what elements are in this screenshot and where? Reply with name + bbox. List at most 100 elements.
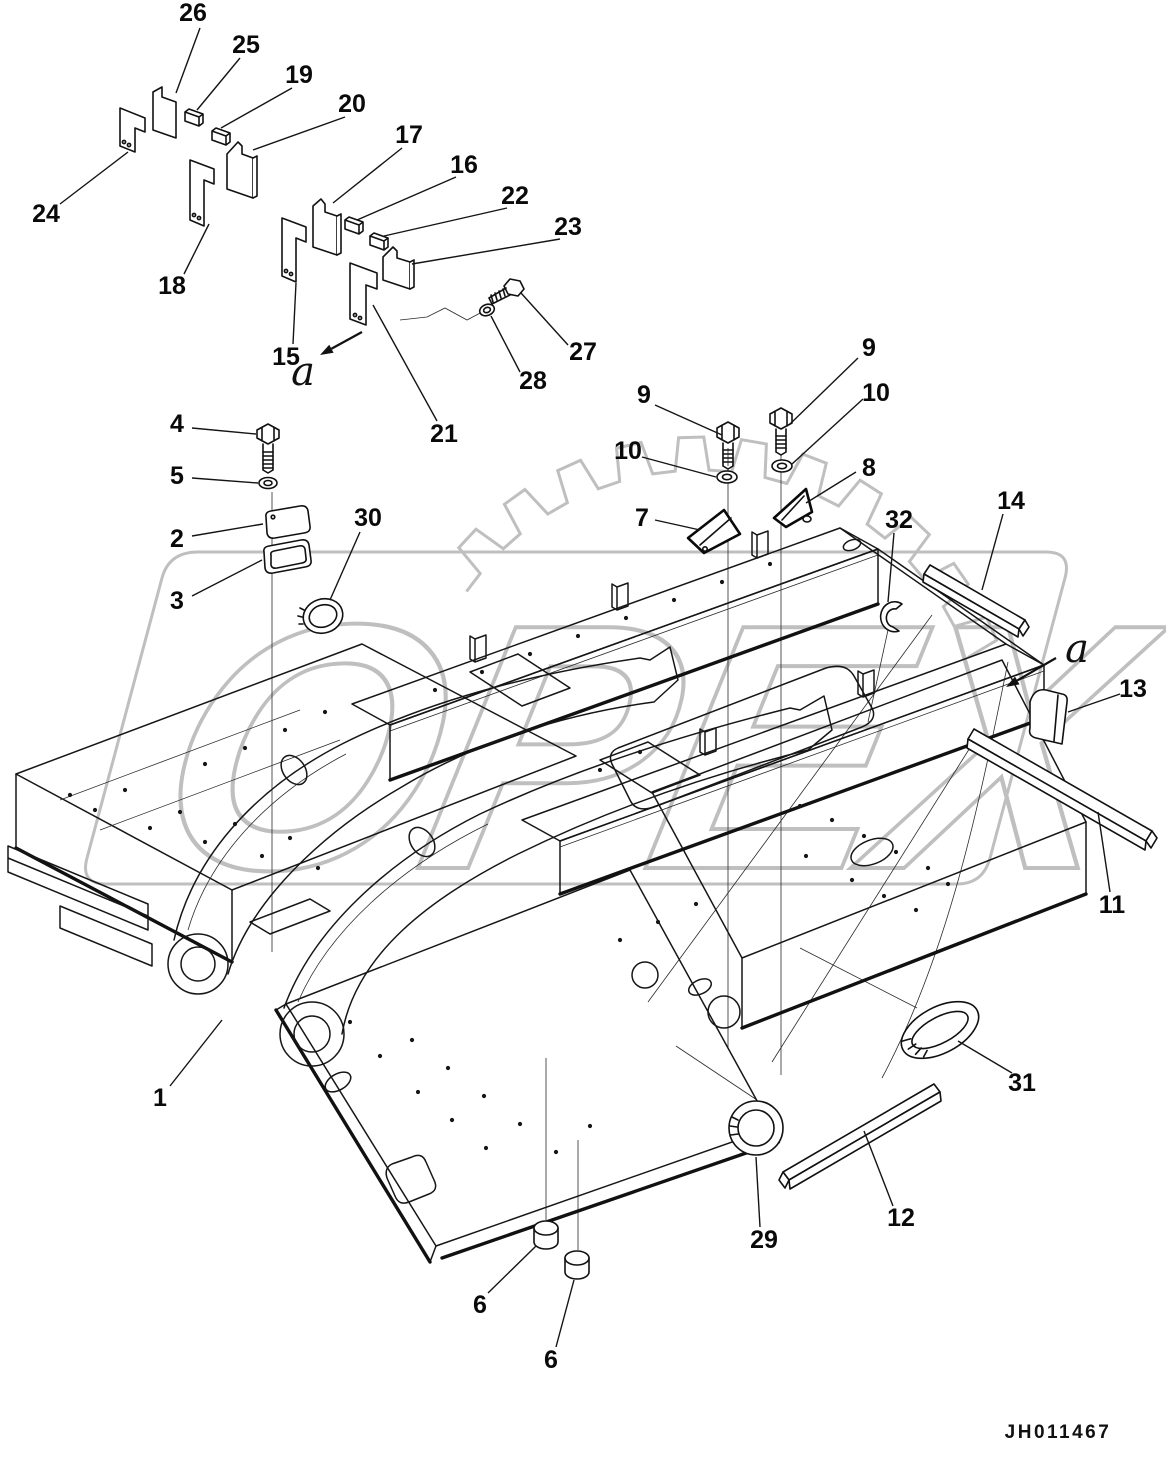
bolt-hole-dot [925, 865, 931, 871]
boom-bracket-rear [279, 695, 833, 1067]
part-17-wear-plate [312, 198, 342, 256]
watermark-gear-icon [456, 435, 999, 659]
bolt-hole-dot [637, 749, 643, 755]
callout-19: 19 [285, 61, 313, 89]
bolt-hole-dot [122, 787, 128, 793]
bolt-hole-dot [202, 761, 208, 767]
section-arrow-1 [1016, 657, 1057, 682]
bolt-hole-dot [377, 1053, 383, 1059]
part-20-wear-plate [226, 141, 258, 199]
boom-bracket-front [167, 646, 679, 995]
part-30-seal-ring [297, 597, 344, 635]
callout-3: 3 [170, 587, 184, 615]
callout-15: 15 [272, 343, 300, 371]
callout-26: 26 [179, 0, 207, 27]
bolt-hole-dot [881, 893, 887, 899]
bolt-hole-dot [415, 1089, 421, 1095]
callout-28: 28 [519, 367, 547, 395]
leader-line-10 [791, 398, 864, 465]
bolt-hole-dot [829, 817, 835, 823]
bolt-hole-dot [693, 901, 699, 907]
part-3-gasket-ring [263, 539, 312, 574]
bolt-hole-dot [177, 809, 183, 815]
bolt-hole-dot [797, 803, 803, 809]
callout-27: 27 [569, 338, 597, 366]
part-14-strip-bar [922, 564, 1030, 638]
bolt-hole-dot [409, 1037, 415, 1043]
callout-6: 6 [473, 1291, 487, 1319]
leader-line-18 [183, 223, 210, 275]
part-28-washer [478, 303, 496, 317]
bolt-hole-dot [671, 597, 677, 603]
bolt-hole-dot [479, 669, 485, 675]
bolt-hole-dot [445, 1065, 451, 1071]
callout-23: 23 [554, 213, 582, 241]
callout-30: 30 [354, 504, 382, 532]
leader-line-25 [196, 57, 241, 111]
right-deck [651, 659, 1088, 1030]
leader-line-10 [641, 456, 717, 478]
leader-line-6 [487, 1245, 537, 1294]
callout-4: 4 [170, 410, 184, 438]
callout-22: 22 [501, 182, 529, 210]
callout-21: 21 [430, 420, 458, 448]
callout-13: 13 [1119, 675, 1147, 703]
part-9-bolt-right [769, 407, 793, 456]
bolt-hole-dot [767, 561, 773, 567]
callout-18: 18 [158, 272, 186, 300]
bolt-hole-dot [242, 745, 248, 751]
leader-line-30 [329, 531, 361, 601]
leader-line-15 [292, 282, 297, 345]
part-8-wedge-cover [772, 487, 814, 529]
callout-10: 10 [614, 437, 642, 465]
part-16-block [344, 216, 364, 235]
bolt-hole-dot [483, 1145, 489, 1151]
part-5-washer [258, 476, 278, 490]
bolt-hole-dot [575, 633, 581, 639]
bolt-hole-dot [322, 709, 328, 715]
bolt-hole-dot [481, 1093, 487, 1099]
part-23-wear-plate [382, 246, 415, 290]
leader-line-29 [755, 1156, 761, 1228]
leader-line-31 [957, 1040, 1013, 1074]
part-4-bolt [256, 423, 280, 474]
left-deck [7, 643, 577, 967]
part-7-wedge-cover [686, 508, 742, 555]
callout-5: 5 [170, 462, 184, 490]
drawing-number: JH011467 [1005, 1422, 1112, 1443]
part-12-strip-bar [778, 1083, 942, 1190]
callout-labels: 2625192017162223241815212728452330910791… [32, 0, 1147, 1374]
leader-line-4 [191, 427, 257, 435]
bolt-hole-dot [202, 839, 208, 845]
callout-12: 12 [887, 1204, 915, 1232]
callout-9: 9 [637, 381, 651, 409]
bolt-hole-dot [315, 865, 321, 871]
leader-line-20 [252, 116, 346, 151]
bolt-hole-dot [587, 1123, 593, 1129]
callout-14: 14 [997, 487, 1025, 515]
bolt-hole-dot [527, 651, 533, 657]
part-6-cap-right [564, 1250, 590, 1280]
leader-line-28 [490, 315, 521, 373]
leader-line-22 [383, 207, 508, 237]
leader-line-19 [220, 87, 293, 129]
part-10-washer-left [716, 470, 738, 484]
leader-line-17 [332, 147, 403, 204]
leader-line-13 [1067, 693, 1121, 713]
part-11-strip-bar [966, 728, 1158, 851]
callout-24: 24 [32, 200, 60, 228]
leader-line-14 [981, 513, 1004, 591]
bolt-hole-dot [287, 835, 293, 841]
part-15-shim-plate [281, 217, 307, 283]
bolt-hole-dot [517, 1121, 523, 1127]
leader-line-11 [1097, 811, 1111, 893]
bolt-hole-dot [945, 881, 951, 887]
bolt-hole-dots [67, 561, 951, 1155]
callout-32: 32 [885, 506, 913, 534]
bolt-hole-dot [347, 1019, 353, 1025]
leader-line-16 [356, 176, 457, 221]
leader-line-21 [372, 304, 438, 422]
bolt-hole-dot [67, 792, 73, 798]
